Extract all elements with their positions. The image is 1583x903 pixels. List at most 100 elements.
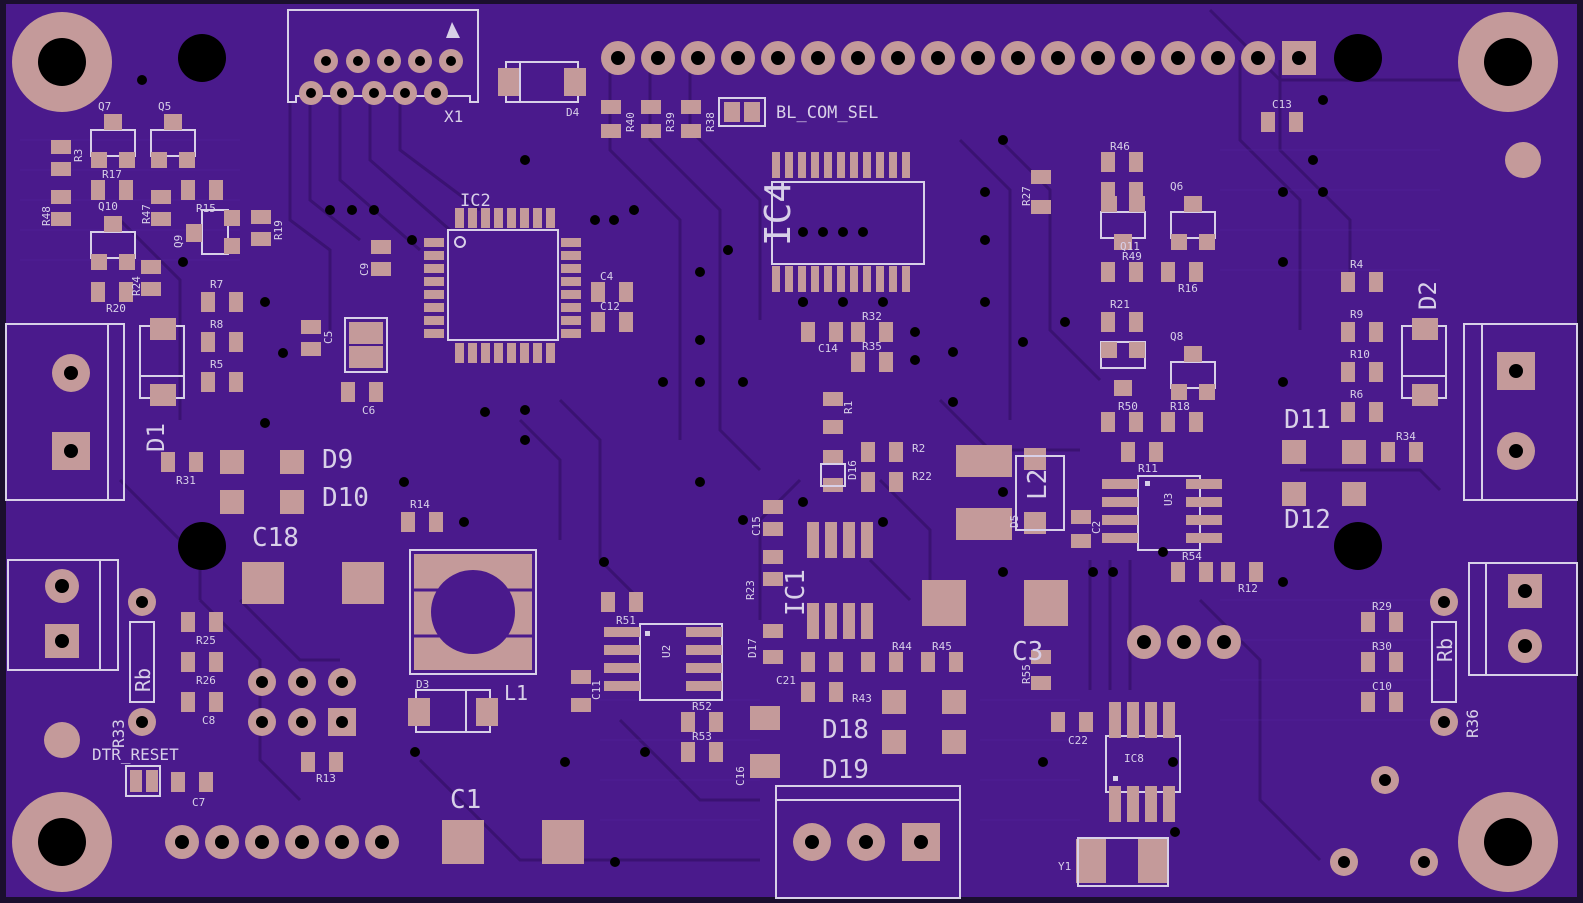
label-r33: R33: [109, 719, 128, 748]
label-r26: R26: [196, 674, 216, 687]
label-r3: R3: [72, 149, 85, 162]
label-r32: R32: [862, 310, 882, 323]
label-r5: R5: [210, 358, 223, 371]
label-c2: C2: [1090, 521, 1103, 534]
label-c16: C16: [734, 766, 747, 786]
label-r29: R29: [1372, 600, 1392, 613]
label-c1: C1: [450, 785, 481, 815]
label-q6: Q6: [1170, 180, 1183, 193]
terminal-left-top: [5, 323, 125, 501]
ic2-chip: [424, 208, 581, 363]
label-r12: R12: [1238, 582, 1258, 595]
label-r25: R25: [196, 634, 216, 647]
label-ic8: IC8: [1124, 752, 1144, 765]
label-c22: C22: [1068, 734, 1088, 747]
label-d2: D2: [1414, 281, 1442, 310]
label-r43: R43: [852, 692, 872, 705]
diode-d4: [498, 61, 586, 103]
label-c9: C9: [358, 263, 371, 276]
terminal-left-bottom: [7, 559, 119, 671]
label-r20: R20: [106, 302, 126, 315]
label-c21: C21: [776, 674, 796, 687]
label-r45: R45: [932, 640, 952, 653]
label-bl-com-sel: BL_COM_SEL: [776, 103, 878, 123]
label-r44: R44: [892, 640, 912, 653]
label-r1: R1: [842, 401, 855, 414]
label-r31: R31: [176, 474, 196, 487]
label-rb-right: Rb: [1433, 638, 1457, 662]
label-r11: R11: [1138, 462, 1158, 475]
label-r21: R21: [1110, 298, 1130, 311]
label-u3: U3: [1162, 493, 1175, 506]
header-top: [601, 41, 1316, 75]
label-q10: Q10: [98, 200, 118, 213]
label-r2: R2: [912, 442, 925, 455]
label-q8: Q8: [1170, 330, 1183, 343]
terminal-right-top: [1463, 323, 1578, 501]
mounting-holes: [12, 12, 1558, 892]
label-d18: D18: [822, 715, 869, 745]
label-r46: R46: [1110, 140, 1130, 153]
label-d9: D9: [322, 445, 353, 475]
label-q9: Q9: [172, 235, 185, 248]
label-d12: D12: [1284, 505, 1331, 535]
diode-d3: [408, 689, 498, 733]
label-y1: Y1: [1058, 860, 1071, 873]
vias: [137, 75, 1328, 867]
label-dtr-reset: DTR_RESET: [92, 745, 179, 764]
label-r40: R40: [624, 112, 637, 132]
label-c8: C8: [202, 714, 215, 727]
label-r47: R47: [140, 204, 153, 224]
label-c11: C11: [590, 680, 603, 700]
th-pins: [128, 588, 1458, 876]
label-r10: R10: [1350, 348, 1370, 361]
label-ic4: IC4: [758, 181, 799, 246]
label-d10: D10: [322, 483, 369, 513]
transistors: [90, 114, 1216, 400]
label-c4: C4: [600, 270, 614, 283]
label-r39: R39: [664, 112, 677, 132]
label-rb-left: Rb: [131, 668, 155, 692]
label-c10: C10: [1372, 680, 1392, 693]
label-ic1: IC1: [781, 569, 811, 616]
label-r38: R38: [704, 112, 717, 132]
label-r22: R22: [912, 470, 932, 483]
label-d17: D17: [746, 638, 759, 658]
label-r24: R24: [130, 276, 143, 296]
label-r54: R54: [1182, 550, 1202, 563]
diode-d2: [1401, 318, 1447, 406]
label-r8: R8: [210, 318, 223, 331]
label-r48: R48: [40, 206, 53, 226]
label-q5: Q5: [158, 100, 171, 113]
label-q7: Q7: [98, 100, 111, 113]
label-r16: R16: [1178, 282, 1198, 295]
label-r6: R6: [1350, 388, 1363, 401]
label-r50: R50: [1118, 400, 1138, 413]
label-c15: C15: [750, 516, 763, 536]
label-r34: R34: [1396, 430, 1416, 443]
ic4-chip: [771, 152, 925, 292]
label-r30: R30: [1372, 640, 1392, 653]
led-pads: [220, 317, 1366, 778]
label-r52: R52: [692, 700, 712, 713]
connector-x1: [287, 9, 479, 105]
label-r27: R27: [1020, 186, 1033, 206]
label-r13: R13: [316, 772, 336, 785]
label-x1: X1: [444, 107, 463, 126]
label-c18: C18: [252, 523, 299, 553]
header-bottom: [165, 825, 399, 859]
terminal-right-bottom: [1468, 562, 1578, 676]
label-c5: C5: [322, 331, 335, 344]
label-d5: D5: [1008, 515, 1021, 528]
label-c14: C14: [818, 342, 838, 355]
label-ic2: IC2: [460, 191, 491, 211]
label-r18: R18: [1170, 400, 1190, 413]
label-u2: U2: [660, 645, 673, 658]
label-r19: R19: [272, 220, 285, 240]
label-c3: C3: [1012, 637, 1043, 667]
label-r49: R49: [1122, 250, 1142, 263]
u2-chip: [604, 623, 723, 701]
label-r35: R35: [862, 340, 882, 353]
label-d4: D4: [566, 106, 580, 119]
